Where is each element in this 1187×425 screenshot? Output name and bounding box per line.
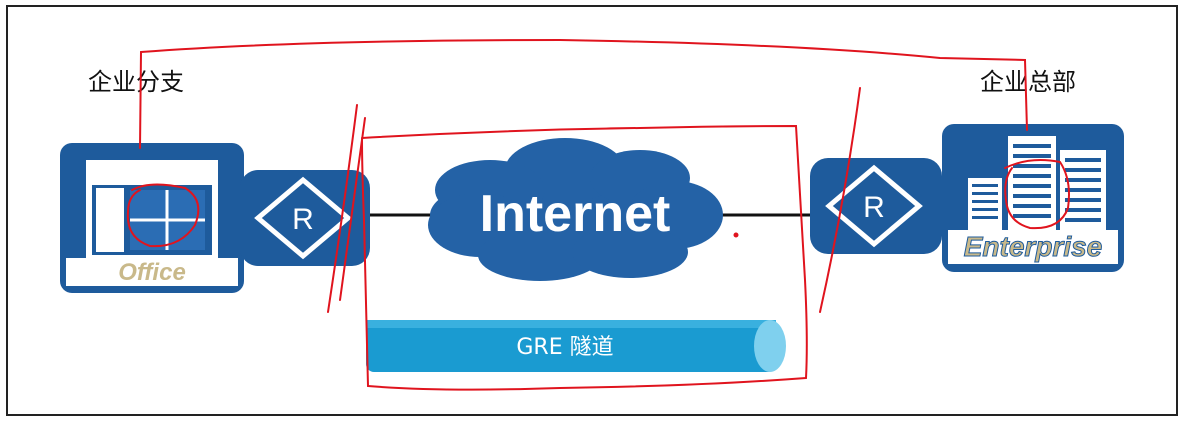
annotation-box-internet	[361, 124, 808, 391]
annotation-stroke-left-1	[327, 104, 358, 313]
internet-cloud-icon: Internet	[428, 138, 723, 281]
diagram-frame	[6, 5, 1178, 416]
router-right-symbol: R	[863, 191, 885, 224]
annotation-stroke-left-2	[339, 117, 366, 301]
tunnel-label: GRE 隧道	[516, 335, 613, 360]
enterprise-label: Enterprise	[964, 231, 1103, 262]
annotation-circle-office	[126, 183, 200, 248]
branch-label: 企业分支	[88, 68, 184, 96]
enterprise-buildings-icon: Enterprise	[942, 124, 1124, 272]
hq-label: 企业总部	[980, 68, 1076, 96]
tunnel-pipe-icon: GRE 隧道	[366, 320, 786, 372]
annotation-dot	[733, 232, 739, 238]
office-label: Office	[118, 259, 186, 286]
router-left-symbol: R	[292, 203, 314, 236]
router-icon-right: R	[810, 158, 942, 254]
internet-label: Internet	[480, 185, 671, 243]
annotation-connector-line	[139, 38, 1028, 149]
annotation-circle-enterprise	[1004, 159, 1070, 230]
office-building-icon: Office	[60, 143, 244, 293]
annotation-stroke-right	[819, 87, 861, 313]
red-annotations	[126, 38, 1070, 391]
